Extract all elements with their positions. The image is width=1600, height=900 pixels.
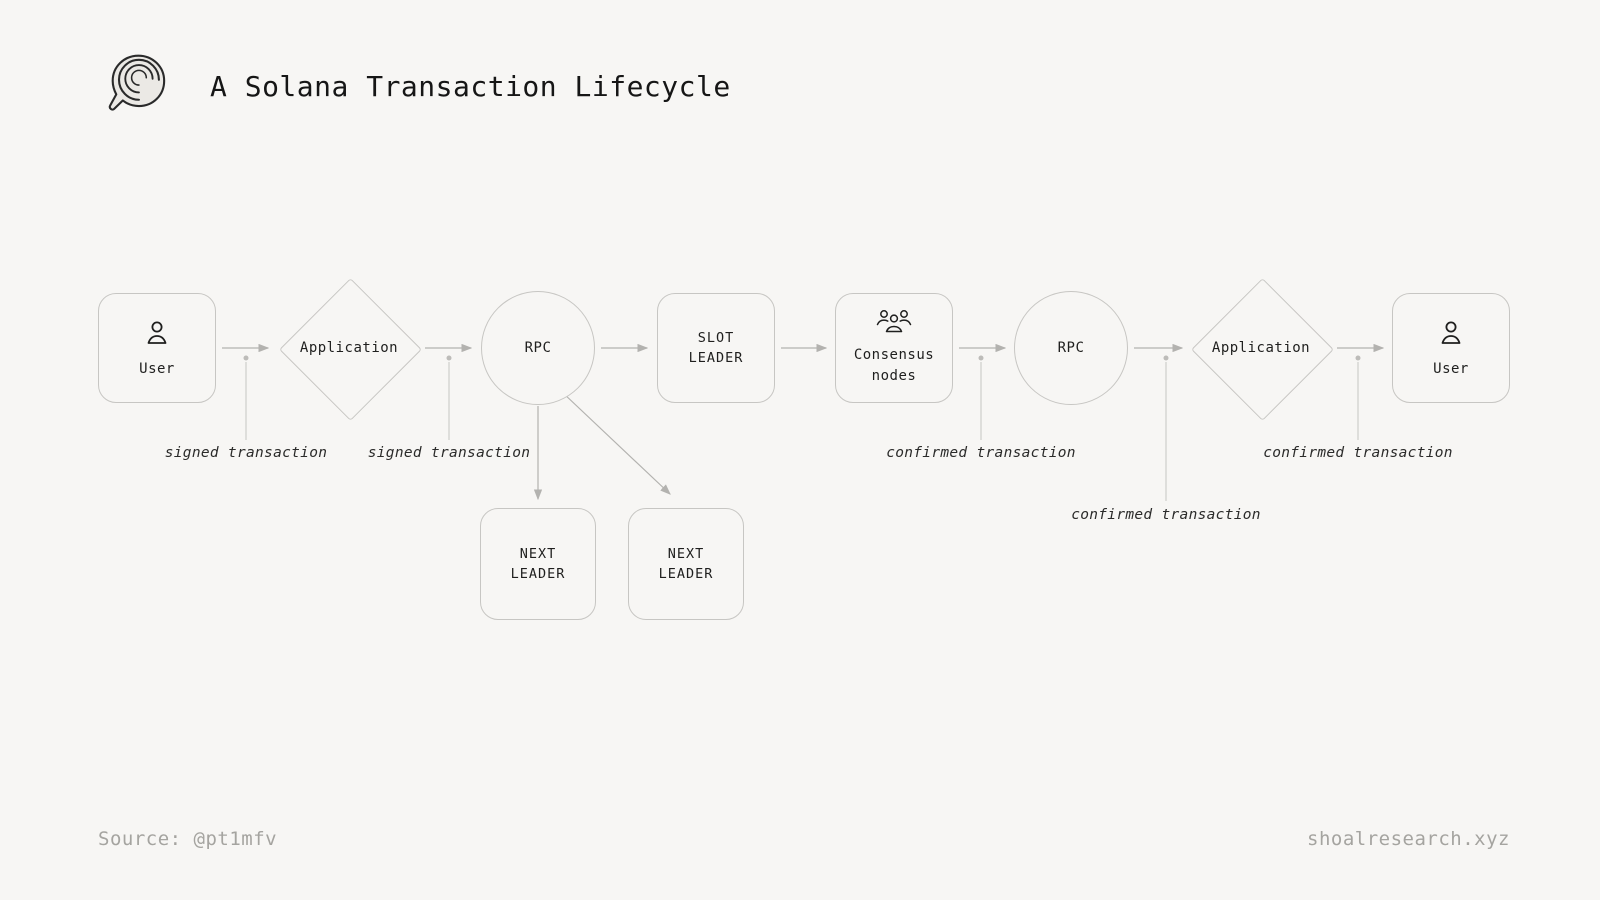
node-label: Consensus nodes: [853, 347, 935, 384]
node-label: RPC: [1057, 339, 1085, 356]
node-slot-leader: SLOT LEADER: [657, 293, 775, 403]
node-rpc-left: RPC: [481, 291, 595, 405]
edge-label-confirmed-transaction-2: confirmed transaction: [1071, 507, 1261, 523]
edge-label-confirmed-transaction-3: confirmed transaction: [1263, 445, 1453, 461]
user-icon: [1434, 316, 1468, 354]
node-label: SLOT LEADER: [688, 329, 744, 366]
leader-dot: [243, 355, 249, 361]
arrow-rpc-to-next-leader-2: [561, 391, 671, 495]
edge-label-confirmed-transaction-1: confirmed transaction: [886, 445, 1076, 461]
user-icon: [140, 316, 174, 354]
node-rpc-right: RPC: [1014, 291, 1128, 405]
node-next-leader-2: NEXT LEADER: [628, 508, 744, 620]
node-consensus-nodes: Consensus nodes: [835, 293, 953, 403]
node-user-left: User: [98, 293, 216, 403]
shell-logo-icon: [98, 42, 182, 130]
edge-label-signed-transaction-2: signed transaction: [367, 445, 531, 461]
leader-dot: [446, 355, 452, 361]
node-next-leader-1: NEXT LEADER: [480, 508, 596, 620]
node-label: NEXT LEADER: [510, 545, 566, 582]
node-label: User: [139, 361, 175, 377]
node-application-left: Application: [278, 277, 422, 421]
source-attribution: Source: @pt1mfv: [98, 828, 278, 850]
consensus-people-icon: [871, 309, 917, 340]
node-label: RPC: [524, 339, 552, 356]
node-label: User: [1433, 361, 1469, 377]
edge-label-signed-transaction-1: signed transaction: [164, 445, 328, 461]
leader-dot: [1355, 355, 1361, 361]
website-link: shoalresearch.xyz: [1307, 828, 1510, 850]
leader-dot: [1163, 355, 1169, 361]
leader-dot: [978, 355, 984, 361]
node-label: NEXT LEADER: [658, 545, 714, 582]
node-application-right: Application: [1190, 277, 1334, 421]
header: A Solana Transaction Lifecycle: [98, 42, 731, 130]
node-user-right: User: [1392, 293, 1510, 403]
node-label: Application: [1211, 340, 1311, 356]
node-label: Application: [299, 340, 399, 356]
page-title: A Solana Transaction Lifecycle: [210, 69, 731, 103]
